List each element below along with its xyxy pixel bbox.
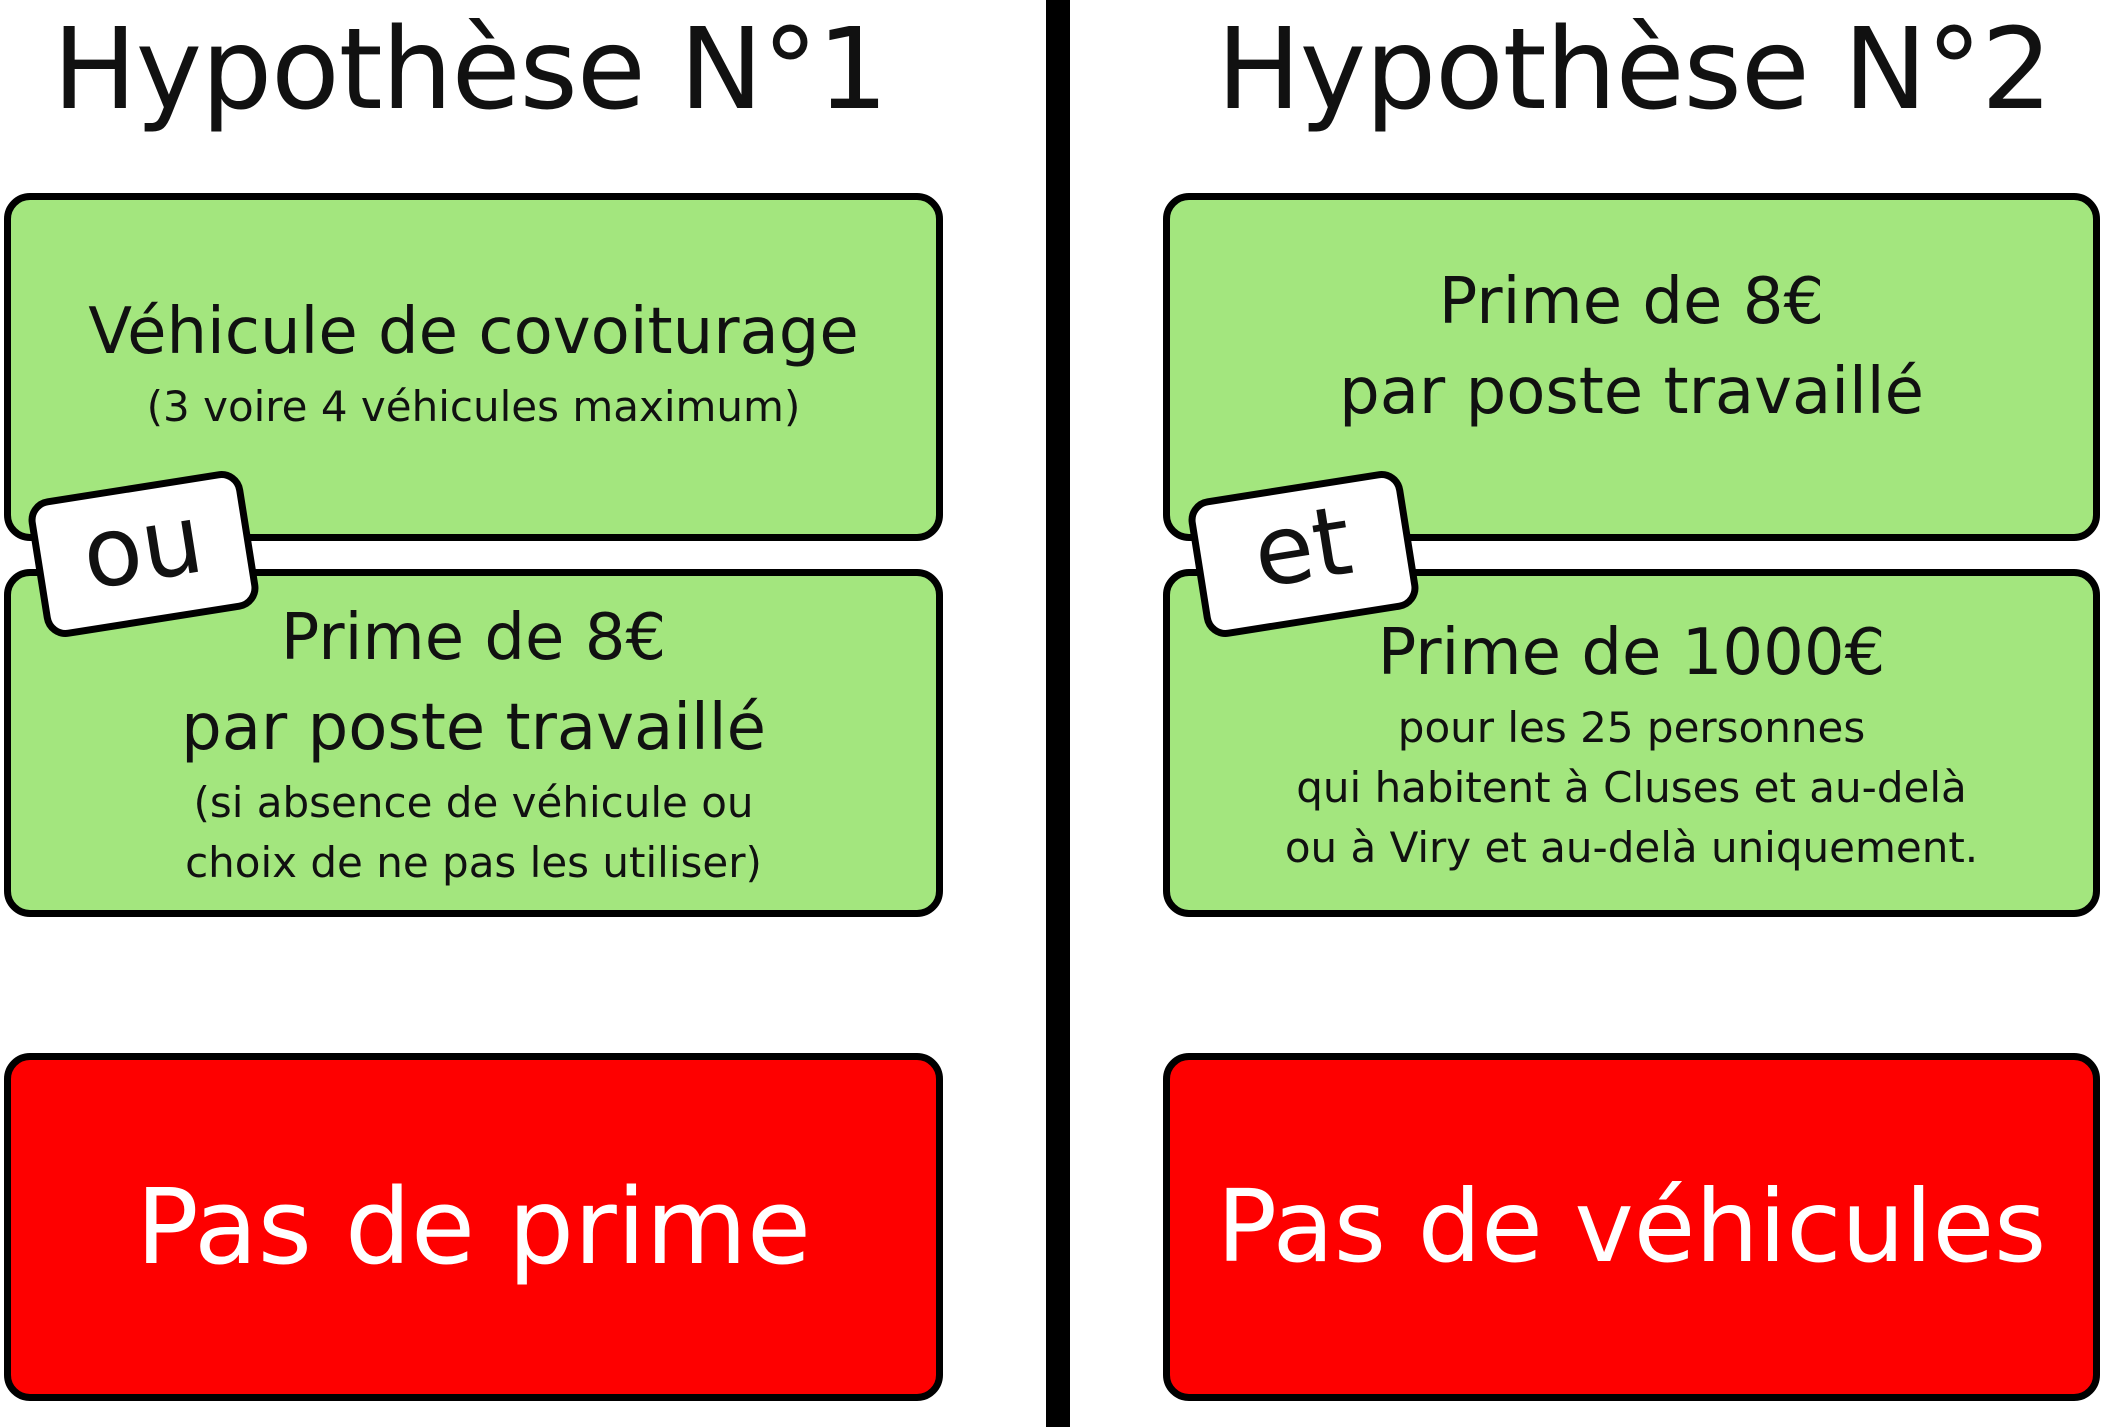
hypothesis-1-title: Hypothèse N°1 xyxy=(52,5,889,135)
hypothesis-2-no-vehicles-box: Pas de véhicules xyxy=(1163,1053,2100,1401)
large-bonus-condition-line-1: qui habitent à Cluses et au-delà xyxy=(1296,763,1967,812)
bonus-condition-line-1: (si absence de véhicule ou xyxy=(193,778,754,827)
hypothesis-1-no-bonus-box: Pas de prime xyxy=(4,1053,943,1401)
bonus-condition-line-2: choix de ne pas les utiliser) xyxy=(185,838,762,887)
no-vehicles-label: Pas de véhicules xyxy=(1216,1168,2047,1285)
carpool-vehicle-limit: (3 voire 4 véhicules maximum) xyxy=(146,382,801,431)
bonus-amount-label: Prime de 8€ xyxy=(280,601,667,675)
hypothesis-2-title: Hypothèse N°2 xyxy=(1216,5,2053,135)
large-bonus-recipients: pour les 25 personnes xyxy=(1397,703,1866,752)
large-bonus-amount-label: Prime de 1000€ xyxy=(1377,616,1886,690)
column-divider xyxy=(1046,0,1070,1427)
hypothesis-1-bonus-box: Prime de 8€ par poste travaillé (si abse… xyxy=(4,569,943,917)
bonus-amount-label: Prime de 8€ xyxy=(1438,265,1825,339)
bonus-per-shift-label: par poste travaillé xyxy=(1339,355,1924,429)
bonus-per-shift-label: par poste travaillé xyxy=(181,691,766,765)
hypothesis-2-large-bonus-box: Prime de 1000€ pour les 25 personnes qui… xyxy=(1163,569,2100,917)
large-bonus-condition-line-2: ou à Viry et au-delà uniquement. xyxy=(1284,823,1979,872)
carpool-vehicle-label: Véhicule de covoiturage xyxy=(88,295,859,369)
no-bonus-label: Pas de prime xyxy=(135,1166,812,1288)
